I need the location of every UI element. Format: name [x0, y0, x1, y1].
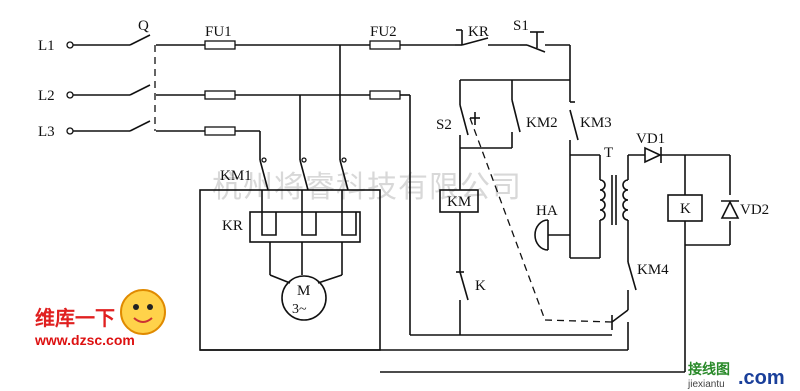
km-coil-label: KM [447, 194, 471, 210]
logo-jiexiantu: 接线图 jiexiantu .com [687, 361, 785, 390]
logo-dzsc-url: www.dzsc.com [34, 332, 135, 348]
terminal-l2-node [66, 91, 74, 99]
kr-top-label: KR [468, 24, 489, 40]
start-button-s2: S2 [436, 104, 480, 175]
km-coil: KM [439, 175, 479, 265]
terminal-l3-node [66, 127, 74, 135]
terminal-l3-label: L3 [38, 124, 55, 140]
fuse-fu1-label: FU1 [205, 24, 232, 40]
logo-dzsc-title: 维库一下 [35, 306, 115, 330]
watermark-text: 杭州将睿科技有限公司 [212, 170, 522, 205]
s2-label: S2 [436, 117, 452, 133]
logo-jx-title: 接线图 [688, 361, 730, 377]
kr-relay-label: KR [222, 218, 243, 234]
terminal-l2: L2 [38, 88, 74, 104]
diode-vd2: VD2 [720, 200, 769, 219]
km3-label: KM3 [580, 115, 612, 131]
vd1-label: VD1 [636, 131, 665, 147]
buzzer-ha: HA [534, 155, 571, 258]
terminal-l3: L3 [38, 124, 74, 140]
thermal-relay-kr: KR [222, 190, 361, 243]
motor-enclosure [199, 189, 381, 351]
km1-contactor: KM1 [220, 157, 349, 191]
k-coil: K [667, 194, 703, 222]
k-contact-label: K [475, 278, 486, 294]
km1-label: KM1 [220, 168, 252, 184]
fuse-fu1: FU1 [204, 24, 236, 136]
s1-label: S1 [513, 18, 529, 34]
km2-label: KM2 [526, 115, 558, 131]
terminal-l1: L1 [38, 38, 74, 54]
linked-contact [611, 309, 629, 350]
terminal-l1-node [66, 41, 74, 49]
km4-contact: KM4 [627, 250, 669, 310]
switch-q-label: Q [138, 18, 149, 34]
terminal-l1-label: L1 [38, 38, 55, 54]
k-contact: K [456, 265, 486, 335]
fuse-fu2: FU2 [369, 24, 401, 100]
km4-label: KM4 [637, 262, 669, 278]
fuse-fu2-label: FU2 [370, 24, 397, 40]
transformer-label: T [604, 145, 613, 161]
k-coil-label: K [680, 201, 691, 217]
mascot-icon [120, 289, 166, 335]
vd2-label: VD2 [740, 202, 769, 218]
km2-contact: KM2 [460, 99, 558, 149]
motor-phase-label: 3~ [292, 302, 307, 317]
km3-contact: KM3 [569, 101, 612, 155]
motor-m: M 3~ [269, 242, 343, 321]
terminal-l2-label: L2 [38, 88, 55, 104]
logo-jx-tld: .com [738, 367, 785, 389]
motor-label: M [297, 283, 310, 299]
transformer-t: T [570, 145, 645, 259]
logo-dzsc: 维库一下 www.dzsc.com [34, 289, 166, 348]
kr-overload-contact: KR [455, 24, 520, 46]
main-switch-q: Q [73, 18, 205, 132]
logo-jx-sub: jiexiantu [687, 379, 725, 390]
diode-vd1: VD1 [636, 131, 685, 164]
stop-button-s1: S1 [513, 18, 571, 80]
ha-label: HA [536, 203, 558, 219]
